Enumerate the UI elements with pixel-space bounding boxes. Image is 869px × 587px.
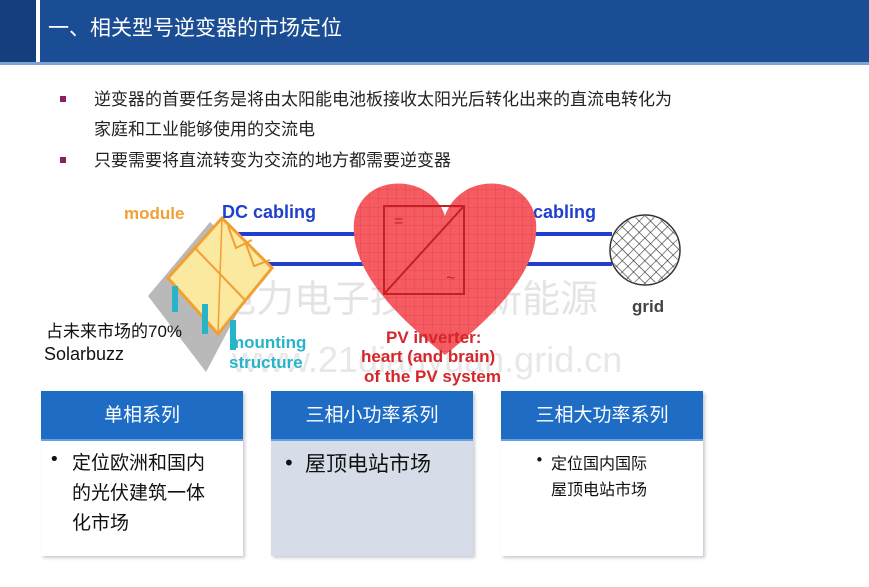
card-text-line: 定位国内国际 (551, 454, 648, 473)
bullet-marker (60, 157, 66, 163)
bullet-text-line: 只要需要将直流转变为交流的地方都需要逆变器 (94, 151, 451, 171)
bullet-item: 只要需要将直流转变为交流的地方都需要逆变器 (60, 146, 840, 176)
heart-inverter-icon: = ~ (353, 183, 537, 355)
card-text-line: 化市场 (72, 512, 130, 534)
inverter-label-line: of the PV system (364, 367, 501, 386)
card-body: • 定位欧洲和国内 的光伏建筑一体 化市场 (41, 441, 243, 556)
title-bar: 一、相关型号逆变器的市场定位 (0, 0, 869, 62)
title-bar-accent (0, 0, 36, 62)
card-title: 三相大功率系列 (501, 391, 703, 441)
grid-label: grid (632, 297, 664, 316)
bullet-text-line: 逆变器的首要任务是将由太阳能电池板接收太阳光后转化出来的直流电转化为 (94, 90, 672, 110)
series-card-three-phase-low: 三相小功率系列 • 屋顶电站市场 (271, 391, 473, 556)
card-text-line: 的光伏建筑一体 (72, 482, 206, 504)
solar-module-icon (165, 215, 275, 337)
bullet-marker (60, 96, 66, 102)
inverter-label-line: PV inverter: (386, 328, 481, 347)
slide-title: 一、相关型号逆变器的市场定位 (48, 16, 342, 40)
card-body: • 定位国内国际 屋顶电站市场 (501, 441, 703, 556)
grid-globe-icon (609, 214, 681, 286)
watermark-url: www.21dianyuan.grid.cn (231, 339, 622, 380)
pv-system-diagram: 电力电子技术与新能源 www.21dianyuan.grid.cn module… (44, 183, 681, 386)
mounting-label-line: mounting (229, 333, 306, 352)
source-text: Solarbuzz (44, 344, 124, 364)
card-body: • 屋顶电站市场 (271, 441, 473, 556)
title-underline (0, 62, 869, 65)
series-card-single-phase: 单相系列 • 定位欧洲和国内 的光伏建筑一体 化市场 (41, 391, 243, 556)
card-bullet: • (535, 451, 544, 469)
bullet-item: 逆变器的首要任务是将由太阳能电池板接收太阳光后转化出来的直流电转化为 家庭和工业… (60, 85, 840, 145)
mounting-legs (172, 286, 236, 350)
ac-symbol: ~ (446, 270, 455, 287)
card-text-line: 屋顶电站市场 (551, 480, 648, 499)
card-text-line: 定位欧洲和国内 (72, 452, 206, 474)
mounting-label-line: structure (229, 353, 303, 372)
inverter-label-line: heart (and brain) (361, 347, 495, 366)
dc-symbol: = (394, 213, 403, 230)
card-bullet: • (49, 449, 60, 470)
card-title: 单相系列 (41, 391, 243, 441)
title-bar-divider (36, 0, 40, 62)
card-title: 三相小功率系列 (271, 391, 473, 441)
card-text-line: 屋顶电站市场 (305, 452, 431, 476)
series-card-three-phase-high: 三相大功率系列 • 定位国内国际 屋顶电站市场 (501, 391, 703, 556)
bullet-text-line: 家庭和工业能够使用的交流电 (94, 120, 315, 140)
dc-cabling-label: DC cabling (222, 202, 316, 222)
card-bullet: • (283, 451, 295, 475)
module-label: module (124, 204, 184, 223)
market-share-text: 占未来市场的70% (46, 322, 182, 341)
